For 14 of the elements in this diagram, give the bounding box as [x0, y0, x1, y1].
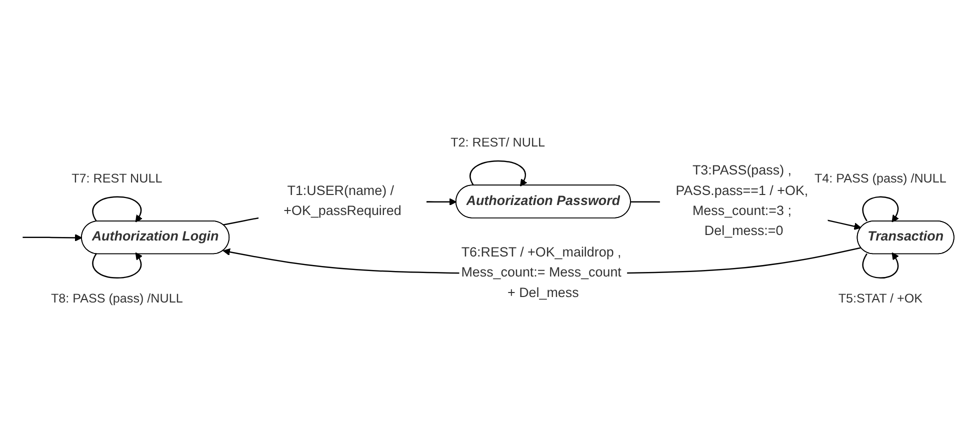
self-loop-arrow	[862, 196, 899, 223]
edge-label: T6:REST / +OK_maildrop , Mess_count:= Mess_count + Del_mess	[461, 246, 622, 300]
self-loop-arrow	[862, 252, 899, 278]
edge-label: T5:STAT / +OK	[838, 291, 923, 306]
self-loop-arrow	[470, 160, 527, 187]
self-loop-arrow	[92, 252, 142, 279]
arrow	[22, 234, 82, 242]
self-loop-arrow	[92, 196, 142, 223]
edge-label: T7: REST NULL	[72, 171, 162, 186]
edge-label: T8: PASS (pass) /NULL	[50, 291, 183, 306]
edge-label: T3:PASS(pass) , PASS.pass==1 / +OK, Mess_count:=3 ; Del_mess:=0	[676, 164, 808, 238]
edge-label: T4: PASS (pass) /NULL	[814, 171, 946, 186]
edge-label: T1:USER(name) / +OK_passRequired	[284, 184, 402, 218]
edge-label: T2: REST/ NULL	[450, 135, 545, 150]
